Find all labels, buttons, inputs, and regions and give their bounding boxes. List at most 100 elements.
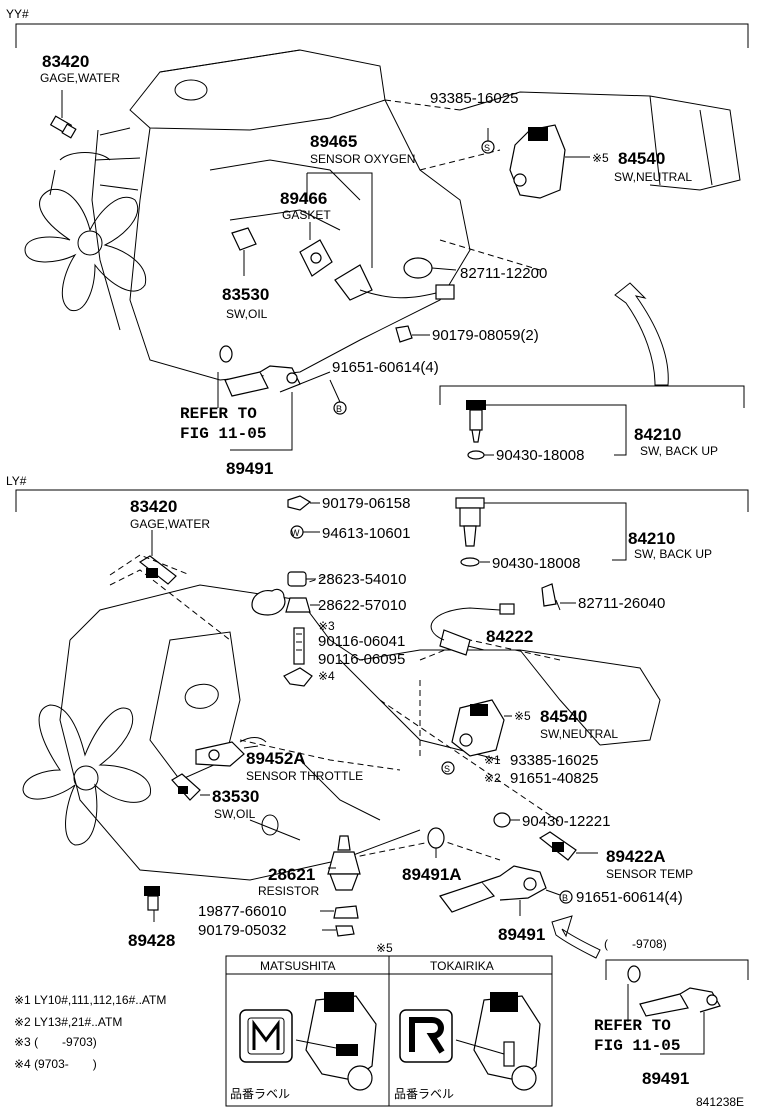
- name-84210-top: SW, BACK UP: [640, 444, 718, 458]
- label-82711-top: 82711-12200: [460, 265, 547, 282]
- label-83530-bottom: 83530: [212, 787, 259, 806]
- top-bracket: [15, 23, 749, 48]
- w-washer-icon: W: [290, 525, 320, 539]
- label-19877: 19877-66010: [198, 903, 286, 920]
- part-89491A-shape: [427, 827, 445, 858]
- note5-inset: [225, 955, 553, 1107]
- label-84540-top: 84540: [618, 149, 665, 168]
- label-28623: 28623-54010: [318, 571, 406, 588]
- label-84210-bottom: 84210: [628, 529, 675, 548]
- part-90179-bottom-top-shape: [287, 495, 320, 511]
- refer-fig-bottom: FIG 11-05: [594, 1037, 680, 1055]
- label-90116-06095: 90116-06095: [318, 651, 405, 668]
- label-83420-top: 83420: [42, 52, 89, 71]
- label-89491-inset: 89491: [642, 1069, 689, 1088]
- label-83530-top: 83530: [222, 285, 269, 304]
- label-82711-bottom: 82711-26040: [578, 595, 665, 612]
- label-89465-top: 89465: [310, 132, 357, 151]
- name-83420-top: GAGE,WATER: [40, 71, 120, 85]
- part-90179-bottom-shape: [322, 925, 355, 937]
- label-89422A: 89422A: [606, 847, 666, 866]
- name-84540-bottom: SW,NEUTRAL: [540, 727, 618, 741]
- bottom-bracket: [15, 489, 749, 512]
- part-83420-bottom-shape: [109, 530, 191, 585]
- part-90116-shape: [283, 627, 313, 687]
- label-90430-top: 90430-18008: [496, 447, 584, 464]
- note5-matsushita: MATSUSHITA: [260, 959, 336, 973]
- name-89465-top: SENSOR OXYGEN: [310, 152, 415, 166]
- label-90430-18008-bottom: 90430-18008: [492, 555, 580, 572]
- label-90179-05032: 90179-05032: [198, 922, 286, 939]
- svg-text:B: B: [336, 404, 342, 414]
- label-89466-top: 89466: [280, 189, 327, 208]
- note5-tokairika: TOKAIRIKA: [430, 959, 494, 973]
- label-90179-top: 90179-08059(2): [432, 327, 539, 344]
- footnote-4: ※4 (9703- ): [14, 1057, 97, 1071]
- label-83420-bottom: 83420: [130, 497, 177, 516]
- part-83530-top-shape: [231, 227, 257, 276]
- part-89422A-shape: [538, 831, 598, 861]
- matsushita-logo-icon: [239, 1009, 293, 1063]
- part-82711-top-shape: [403, 257, 457, 279]
- mark-3: ※3: [318, 619, 335, 633]
- tokairika-logo-icon: [399, 1009, 453, 1063]
- label-89491-top: 89491: [226, 459, 273, 478]
- part-90430-bottom-shape: [493, 812, 520, 828]
- label-84210-top: 84210: [634, 425, 681, 444]
- mark-4: ※4: [318, 669, 335, 683]
- mark-84540-bottom: ※5: [514, 709, 531, 723]
- label-90116-06041: 90116-06041: [318, 633, 405, 650]
- label-28621: 28621: [268, 865, 315, 884]
- figure-id: 841238E: [696, 1095, 744, 1109]
- label-90430-12221: 90430-12221: [522, 813, 610, 830]
- name-84540-top: SW,NEUTRAL: [614, 170, 692, 184]
- label-90179-06158: 90179-06158: [322, 495, 410, 512]
- label-84222: 84222: [486, 627, 533, 646]
- label-91651-40825: 91651-40825: [510, 770, 598, 787]
- name-83420-bottom: GAGE,WATER: [130, 517, 210, 531]
- label-94613: 94613-10601: [322, 525, 410, 542]
- name-83530-top: SW,OIL: [226, 307, 268, 321]
- label-89491-bottom: 89491: [498, 925, 545, 944]
- inset-bracket-top: [439, 385, 745, 408]
- inset-range: ( -9708): [604, 937, 667, 951]
- label-89491A: 89491A: [402, 865, 462, 884]
- svg-text:S: S: [444, 764, 450, 774]
- footnote-2: ※2 LY13#,21#..ATM: [14, 1015, 122, 1029]
- b-bolt-icon-bottom: B: [545, 889, 573, 904]
- part-89491-top-shape: [217, 345, 331, 451]
- part-90179-top-shape: [395, 325, 430, 343]
- label-89452A: 89452A: [246, 749, 306, 768]
- label-89428: 89428: [128, 931, 175, 950]
- mark-84540-top: ※5: [592, 151, 609, 165]
- name-89422A: SENSOR TEMP: [606, 867, 693, 881]
- b-bolt-icon: B: [329, 379, 347, 415]
- label-93385-bottom: 93385-16025: [510, 752, 598, 769]
- part-84222-shape: [430, 603, 515, 656]
- note5-label-jp-2: 品番ラベル: [394, 1087, 454, 1101]
- part-84210-top-shape: [466, 400, 627, 460]
- refer-to-top: REFER TO: [180, 405, 257, 423]
- part-83420-top-shape: [49, 90, 77, 139]
- part-89428-shape: [144, 886, 160, 922]
- part-89491-bottom-shape: [439, 865, 547, 916]
- label-84540-bottom: 84540: [540, 707, 587, 726]
- part-28623-shape: [287, 571, 316, 587]
- part-84210-bottom-shape: [455, 497, 627, 567]
- svg-text:B: B: [562, 893, 568, 903]
- s-bolt-icon: S: [481, 128, 495, 154]
- label-93385-top: 93385-16025: [430, 90, 518, 107]
- note5-label-jp-1: 品番ラベル: [230, 1087, 290, 1101]
- note5-title: ※5: [376, 941, 393, 955]
- svg-text:W: W: [291, 528, 300, 538]
- label-91651-top: 91651-60614(4): [332, 359, 439, 376]
- svg-text:S: S: [484, 143, 490, 153]
- refer-fig-top: FIG 11-05: [180, 425, 266, 443]
- footnote-3: ※3 ( -9703): [14, 1035, 97, 1049]
- section-label-ly: LY#: [6, 474, 27, 488]
- name-89452A: SENSOR THROTTLE: [246, 769, 363, 783]
- refer-to-bottom: REFER TO: [594, 1017, 671, 1035]
- part-19877-shape: [320, 905, 359, 919]
- footnote-1: ※1 LY10#,111,112,16#..ATM: [14, 993, 166, 1007]
